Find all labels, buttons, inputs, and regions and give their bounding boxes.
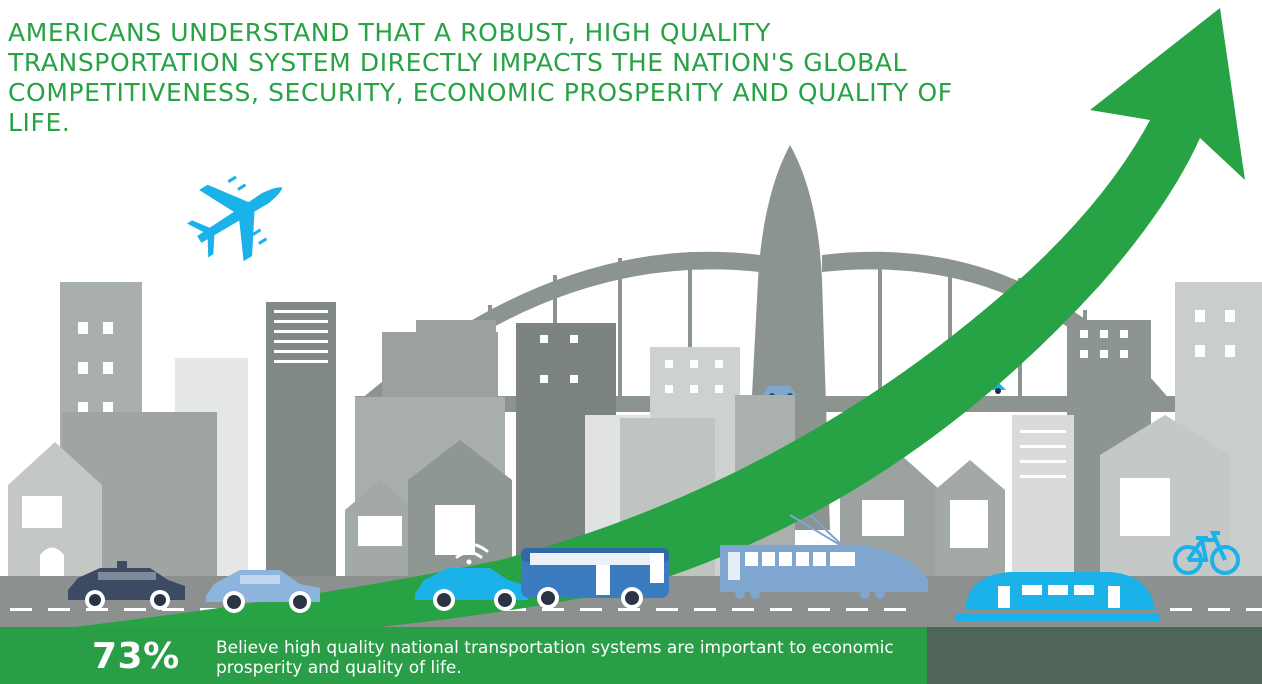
- light-rail: [955, 572, 1160, 622]
- growth-arrow-icon: [0, 8, 1245, 650]
- car-light-blue: [206, 570, 320, 613]
- wifi-icon: [449, 542, 489, 565]
- taxi: [68, 561, 185, 610]
- connected-car: [415, 568, 528, 611]
- stat-bar: 73% Believe high quality national transp…: [0, 627, 1262, 684]
- building-windows: [78, 310, 1235, 478]
- houses: [8, 415, 1230, 578]
- airplane-icon: [186, 184, 283, 262]
- bicycle-icon: [1173, 531, 1240, 575]
- high-speed-train: [720, 514, 928, 599]
- headline: AMERICANS UNDERSTAND THAT A ROBUST, HIGH…: [8, 18, 953, 137]
- stat-percent: 73%: [92, 636, 180, 677]
- stat-description: Believe high quality national transporta…: [216, 638, 894, 678]
- stat-bar-green-panel: 73% Believe high quality national transp…: [0, 627, 927, 684]
- bus: [521, 548, 669, 609]
- airplane-speed-lines: [227, 175, 268, 245]
- stat-bar-dark-panel: [927, 627, 1262, 684]
